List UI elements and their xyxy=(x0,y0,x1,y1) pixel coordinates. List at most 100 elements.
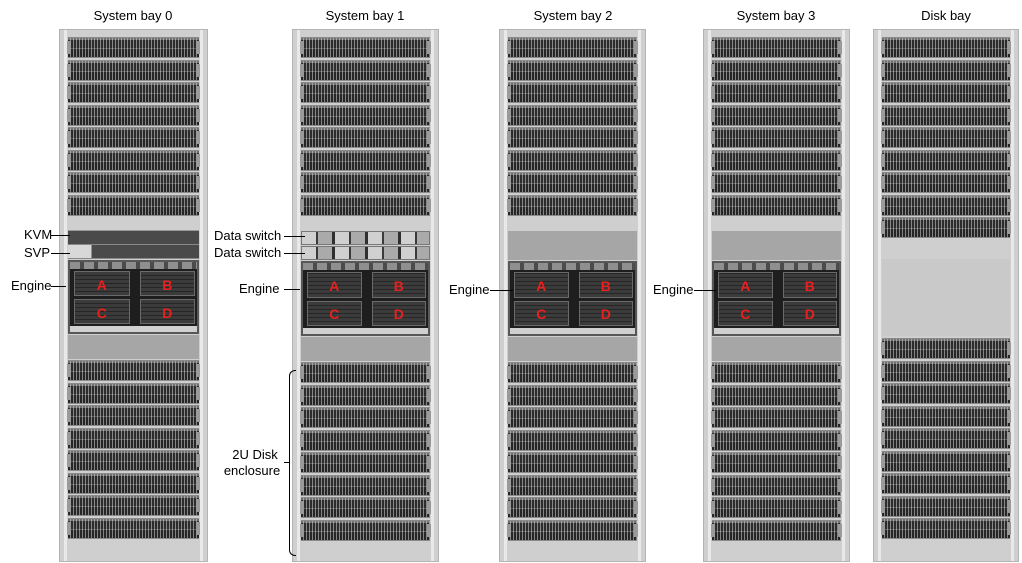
disk-enclosure xyxy=(881,383,1011,404)
disk-enclosure xyxy=(300,362,431,383)
disk-enclosure xyxy=(507,172,638,193)
engine-module-d: D xyxy=(578,300,633,326)
disk-enclosure xyxy=(711,104,842,126)
disk-enclosure xyxy=(881,338,1011,359)
rack-rail xyxy=(638,30,641,561)
data-switch-unit xyxy=(301,231,430,245)
engine-label-3: Engine xyxy=(653,282,694,297)
engine-module-label: A xyxy=(536,277,547,294)
disk-enclosure xyxy=(300,497,431,518)
disk-enclosure xyxy=(881,518,1011,539)
svp-label-leader xyxy=(51,253,70,254)
disk-enclosure xyxy=(711,149,842,171)
disk-enclosure xyxy=(711,127,842,148)
disk-enclosure xyxy=(300,59,431,81)
disk-enclosure xyxy=(711,429,842,451)
blank-panel xyxy=(882,259,1010,336)
disk-enclosure xyxy=(881,450,1011,472)
disk-enclosure xyxy=(881,360,1011,382)
disk-enclosure xyxy=(300,407,431,428)
engine-module-label: D xyxy=(804,306,815,323)
data-switch-unit xyxy=(301,246,430,260)
disk-enclosure xyxy=(711,172,842,193)
disk-enclosure-label-line1: 2U Disk xyxy=(232,447,278,462)
svp-label: SVP xyxy=(24,245,51,260)
disk-enclosure xyxy=(507,384,638,406)
disk-enclosure xyxy=(507,362,638,383)
disk-enclosure xyxy=(300,172,431,193)
kvm-unit xyxy=(68,230,199,245)
engine-module-label: A xyxy=(96,276,107,293)
disk-enclosure xyxy=(881,217,1011,238)
engine-module-b: B xyxy=(782,272,837,298)
engine-module-label: B xyxy=(393,277,404,294)
disk-enclosure xyxy=(300,384,431,406)
engine-module-d: D xyxy=(371,300,426,326)
bay-title-3: System bay 3 xyxy=(736,8,816,23)
rack-rail xyxy=(64,30,67,561)
disk-enclosure xyxy=(507,519,638,541)
disk-enclosure xyxy=(67,517,200,539)
disk-enclosure xyxy=(507,452,638,473)
engine-module-a: A xyxy=(74,271,130,296)
disk-enclosure-brace-tip xyxy=(284,462,289,463)
engine-module-label: D xyxy=(162,304,173,321)
rack-rail xyxy=(1011,30,1014,561)
engine-module-label: B xyxy=(600,277,611,294)
engine-fan-strip xyxy=(303,263,428,270)
bay-title-2: System bay 2 xyxy=(533,8,613,23)
disk-enclosure-label-line2: enclosure xyxy=(223,463,281,478)
disk-enclosure xyxy=(67,495,200,516)
disk-enclosure xyxy=(507,82,638,103)
rack-3: A B C D xyxy=(703,29,850,562)
engine-fan-strip xyxy=(70,262,197,269)
engine-module-label: C xyxy=(740,306,751,323)
disk-enclosure xyxy=(67,472,200,494)
disk-enclosure xyxy=(881,428,1011,449)
blank-panel xyxy=(712,231,841,260)
kvm-label: KVM xyxy=(24,227,53,242)
engine-module-c: C xyxy=(74,299,130,324)
engine-fan-strip xyxy=(714,263,839,270)
disk-enclosure xyxy=(711,82,842,103)
blank-panel xyxy=(508,231,637,260)
engine-module-label: B xyxy=(804,277,815,294)
disk-enclosure xyxy=(67,127,200,148)
engine-module-c: C xyxy=(307,300,362,326)
engine-module-d: D xyxy=(782,300,837,326)
rack-rail xyxy=(200,30,203,561)
disk-enclosure xyxy=(881,405,1011,427)
kvm-label-leader xyxy=(51,235,70,236)
disk-enclosure xyxy=(67,82,200,103)
disk-enclosure xyxy=(67,37,200,58)
disk-enclosure xyxy=(300,104,431,126)
disk-enclosure xyxy=(67,382,200,404)
engine-module-c: C xyxy=(514,300,569,326)
engine-label-2-leader xyxy=(490,290,513,291)
disk-enclosure xyxy=(711,194,842,216)
svp-unit xyxy=(68,245,199,259)
blank-panel xyxy=(508,337,637,361)
engine-module-c: C xyxy=(718,300,773,326)
engine-module-label: C xyxy=(329,306,340,323)
disk-enclosure xyxy=(300,149,431,171)
disk-enclosure xyxy=(300,474,431,496)
engine-label-3-leader xyxy=(694,290,716,291)
engine-label-1: Engine xyxy=(239,281,280,296)
disk-enclosure xyxy=(711,384,842,406)
disk-enclosure xyxy=(711,452,842,473)
engine-module-b: B xyxy=(371,272,426,298)
engine-status-strip xyxy=(70,326,197,332)
disk-enclosure xyxy=(881,37,1011,58)
engine-module-label: A xyxy=(740,277,751,294)
disk-enclosure xyxy=(881,194,1011,216)
disk-enclosure xyxy=(300,127,431,148)
engine-chassis: A B C D xyxy=(508,261,637,336)
disk-enclosure xyxy=(67,194,200,216)
rack-rail xyxy=(708,30,711,561)
engine-module-label: C xyxy=(536,306,547,323)
engine-status-strip xyxy=(714,328,839,334)
